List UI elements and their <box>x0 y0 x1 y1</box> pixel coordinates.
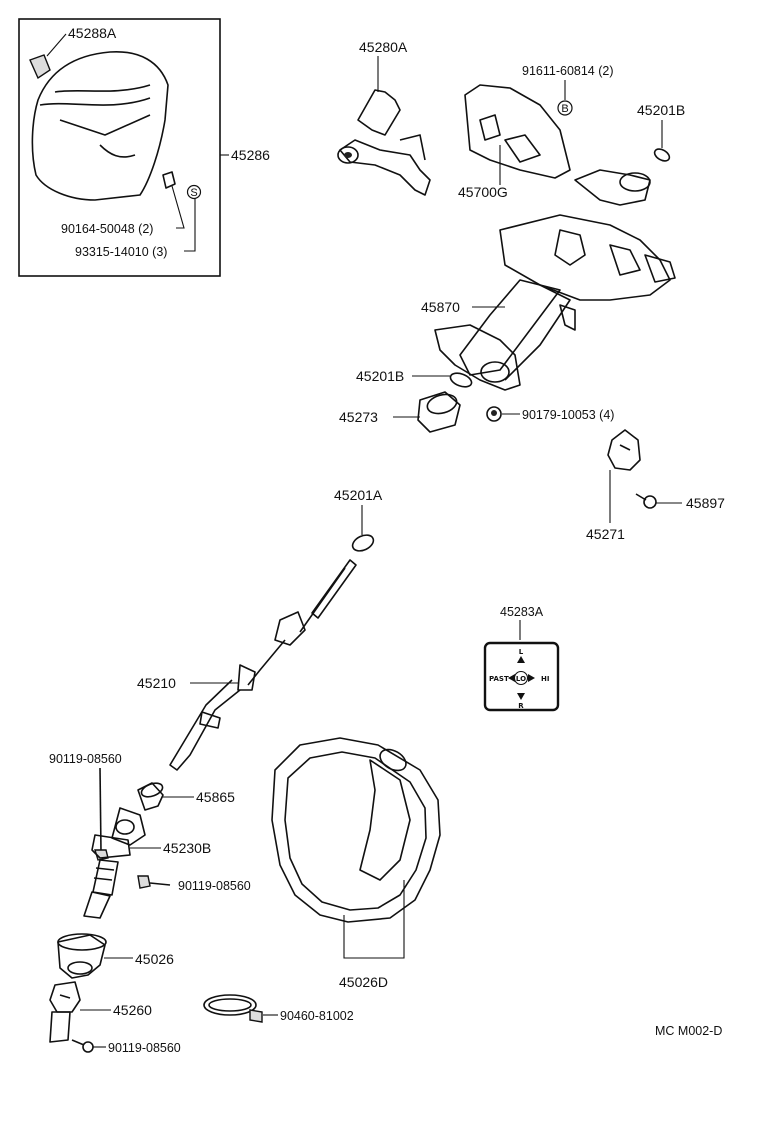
label-45201A: 45201A <box>334 487 383 503</box>
plate-down-label: R <box>518 702 524 710</box>
label-91611: 91611-60814 (2) <box>522 64 614 78</box>
bushing-45201A <box>351 534 375 552</box>
label-45260: 45260 <box>113 1002 152 1018</box>
u-joint-45230B <box>83 807 146 919</box>
label-45210: 45210 <box>137 675 176 691</box>
bolt-90119-a <box>94 767 109 861</box>
column-cover <box>31 51 169 201</box>
washer-45201B-top <box>653 148 671 162</box>
plate-right-label: HI <box>541 675 549 683</box>
label-90119-c: 90119-08560 <box>108 1041 181 1055</box>
marker-b-label: B <box>561 103 568 115</box>
label-90119-a: 90119-08560 <box>49 752 122 766</box>
label-45288A: 45288A <box>68 25 117 41</box>
bolt-90119-c <box>71 1039 94 1053</box>
bushing-45273 <box>417 391 461 433</box>
label-45201B-mid: 45201B <box>356 368 404 384</box>
bushing-45865 <box>137 782 164 811</box>
plate-left-label: PAST <box>489 675 509 683</box>
label-45870: 45870 <box>421 299 460 315</box>
gasket-45026D <box>271 737 441 923</box>
label-90119-b: 90119-08560 <box>178 879 251 893</box>
washer-45201B-mid <box>449 372 473 388</box>
label-45283A: 45283A <box>500 605 544 619</box>
label-45201B-top: 45201B <box>637 102 685 118</box>
small-pad-45288A <box>29 54 51 80</box>
label-45865: 45865 <box>196 789 235 805</box>
label-45700G: 45700G <box>458 184 508 200</box>
bolt-90119-b <box>137 875 171 889</box>
column-assembly-45870 <box>434 169 676 391</box>
marker-b: B <box>557 100 573 116</box>
diagram-reference: MC M002-D <box>655 1024 722 1038</box>
bracket-45271 <box>607 429 641 471</box>
boot-45026 <box>57 933 107 979</box>
instruction-plate-45283A: L LO PAST HI R <box>483 641 560 712</box>
label-45026D: 45026D <box>339 974 388 990</box>
label-90460: 90460-81002 <box>280 1009 354 1023</box>
label-45271: 45271 <box>586 526 625 542</box>
label-93315: 93315-14010 (3) <box>75 245 167 259</box>
marker-s-label: S <box>190 187 197 199</box>
bracket-45280A <box>337 89 431 196</box>
nut-90179 <box>486 406 502 422</box>
main-shaft-45210 <box>169 559 357 771</box>
label-45897: 45897 <box>686 495 725 511</box>
label-45286: 45286 <box>231 147 270 163</box>
label-90179: 90179-10053 (4) <box>522 408 614 422</box>
clamp-90460 <box>203 994 263 1023</box>
plate-center-label: LO <box>516 675 526 683</box>
label-45026: 45026 <box>135 951 174 967</box>
label-90164: 90164-50048 (2) <box>61 222 153 236</box>
plate-up-label: L <box>519 648 524 656</box>
yoke-45260 <box>49 981 81 1043</box>
bolt-45897 <box>635 493 657 509</box>
inset-box <box>18 18 221 277</box>
screw-90164 <box>162 171 176 189</box>
label-45230B: 45230B <box>163 840 211 856</box>
label-45273: 45273 <box>339 409 378 425</box>
cover-45700G <box>464 84 571 179</box>
marker-s: S <box>186 184 202 200</box>
label-45280A: 45280A <box>359 39 408 55</box>
